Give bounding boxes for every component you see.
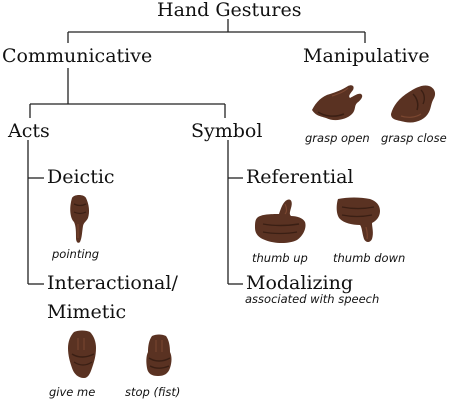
thumb-up-hand-icon: [255, 199, 306, 243]
manipulative-node: Manipulative: [303, 45, 430, 67]
caption-grasp-open: grasp open: [305, 131, 370, 145]
caption-grasp-close: grasp close: [381, 131, 447, 145]
acts-node: Acts: [8, 120, 50, 142]
communicative-node: Communicative: [2, 45, 153, 67]
modalizing-node: Modalizing: [246, 272, 354, 294]
mimetic-node: Mimetic: [47, 301, 127, 323]
deictic-node: Deictic: [47, 166, 115, 188]
caption-thumb-down: thumb down: [333, 251, 406, 265]
caption-modalizing: associated with speech: [245, 292, 380, 306]
referential-node: Referential: [246, 166, 354, 188]
thumb-down-hand-icon: [336, 197, 380, 242]
give-me-hand-icon: [68, 330, 96, 378]
caption-stop-fist: stop (fist): [125, 385, 181, 399]
grasp-open-hand-icon: [312, 85, 363, 121]
caption-pointing: pointing: [52, 247, 100, 261]
fist-hand-icon: [146, 334, 172, 376]
caption-give-me: give me: [49, 385, 96, 399]
grasp-close-hand-icon: [391, 85, 436, 123]
caption-thumb-up: thumb up: [252, 251, 308, 265]
symbol-node: Symbol: [191, 120, 263, 142]
pointing-hand-icon: [70, 195, 90, 243]
diagram-title: Hand Gestures: [157, 0, 302, 21]
interactional-node: Interactional/: [47, 272, 178, 294]
